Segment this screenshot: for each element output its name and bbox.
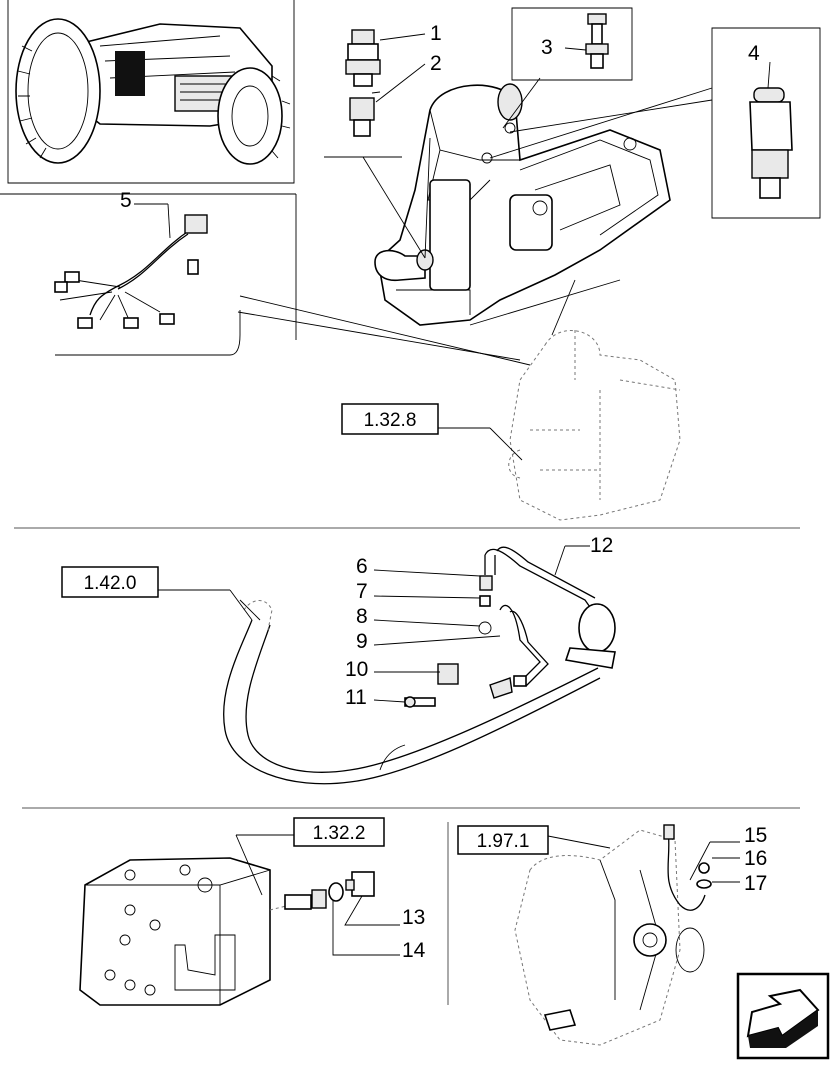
callout-9: 9 <box>356 630 368 653</box>
hydraulic-pipe-assembly <box>223 546 616 785</box>
reference-1-97-1-label: 1.97.1 <box>477 831 530 852</box>
callout-16: 16 <box>744 847 767 870</box>
reference-1-32-2[interactable]: 1.32.2 <box>293 817 385 847</box>
callout-10: 10 <box>345 658 368 681</box>
reference-1-42-0[interactable]: 1.42.0 <box>61 566 159 598</box>
callout-14: 14 <box>402 939 426 962</box>
callout-1: 1 <box>430 22 442 45</box>
part-3-box <box>511 7 633 81</box>
middle-leader-lines <box>158 545 590 703</box>
callout-3: 3 <box>541 36 553 59</box>
section-dividers <box>14 527 800 1005</box>
callout-8: 8 <box>356 605 368 628</box>
callout-numbers: 1 2 3 4 5 6 7 8 9 10 11 12 13 14 15 16 1… <box>120 22 767 962</box>
callout-17: 17 <box>744 872 767 895</box>
lift-cover-assembly <box>374 83 671 326</box>
reference-1-32-2-label: 1.32.2 <box>313 823 366 844</box>
callout-15: 15 <box>744 824 767 847</box>
valve-block-assembly <box>79 834 400 1006</box>
reference-1-42-0-label: 1.42.0 <box>84 573 137 594</box>
callout-13: 13 <box>402 906 425 929</box>
transmission-housing-ghost <box>237 295 681 521</box>
next-page-arrow-icon[interactable] <box>736 972 830 1060</box>
callout-6: 6 <box>356 555 368 578</box>
top-leader-lines <box>324 77 713 336</box>
callout-4: 4 <box>748 42 760 65</box>
callout-5: 5 <box>120 189 132 212</box>
part-2-adapter <box>349 63 426 137</box>
tractor-location-thumbnail <box>7 0 295 184</box>
gearbox-assembly <box>514 824 740 1046</box>
part-1-pressure-switch <box>345 29 426 87</box>
reference-1-32-8-label: 1.32.8 <box>364 410 417 431</box>
reference-1-32-8[interactable]: 1.32.8 <box>341 403 439 435</box>
callout-12: 12 <box>590 534 613 557</box>
callout-11: 11 <box>345 686 367 709</box>
part-4-box <box>711 27 821 219</box>
reference-1-97-1[interactable]: 1.97.1 <box>457 825 549 855</box>
callout-7: 7 <box>356 580 368 603</box>
part-5-wiring-harness <box>0 193 297 356</box>
callout-2: 2 <box>430 52 442 75</box>
